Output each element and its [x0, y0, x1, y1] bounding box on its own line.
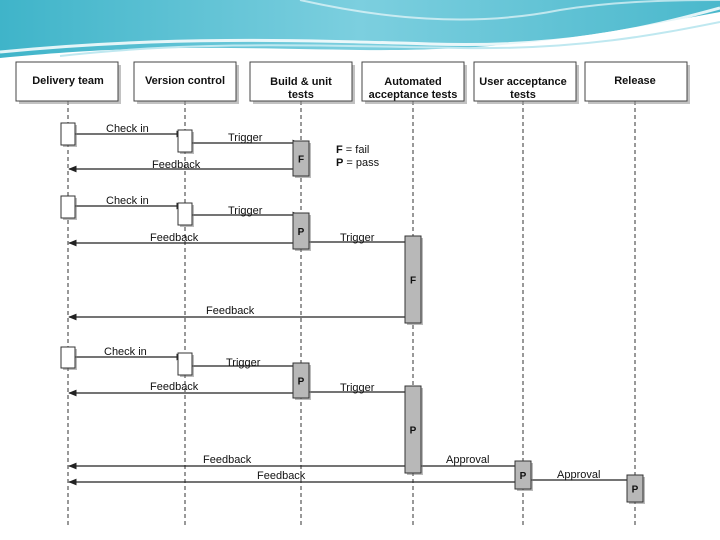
- activation-5: [177, 202, 194, 227]
- activation-label: P: [520, 471, 527, 482]
- activation-2: [177, 129, 194, 154]
- participant-label: User acceptance: [479, 76, 566, 88]
- message-7: Trigger: [301, 232, 413, 246]
- activation-label: P: [298, 227, 305, 238]
- message-label: Check in: [106, 195, 149, 207]
- participant-label: tests: [288, 89, 314, 101]
- activation-3: F: [292, 140, 311, 178]
- message-10: Trigger: [185, 357, 301, 370]
- participant-label: Automated: [384, 76, 441, 88]
- activation-1: [60, 122, 77, 147]
- activation-7: F: [404, 235, 423, 325]
- participant-release: Release: [584, 61, 690, 104]
- message-label: Trigger: [226, 357, 261, 369]
- message-label: Feedback: [203, 454, 252, 466]
- activation-6: P: [292, 212, 311, 251]
- message-2: Trigger: [185, 132, 301, 147]
- participant-label: acceptance tests: [369, 89, 458, 101]
- message-label: Check in: [106, 123, 149, 135]
- message-6: Feedback: [68, 232, 302, 247]
- activation-8: [60, 346, 77, 370]
- message-8: Feedback: [68, 305, 413, 321]
- message-label: Approval: [557, 469, 600, 481]
- activation-10: P: [292, 362, 311, 400]
- message-13: Feedback: [68, 454, 414, 470]
- message-label: Feedback: [150, 381, 199, 393]
- message-label: Feedback: [257, 470, 306, 482]
- message-label: Trigger: [340, 232, 375, 244]
- activation-12: P: [514, 460, 533, 491]
- message-9: Check in: [68, 346, 185, 361]
- message-label: Trigger: [228, 132, 263, 144]
- sequence-diagram: Delivery team Version control Build & unit…: [10, 57, 694, 527]
- activation-label: P: [410, 426, 417, 437]
- message-label: Trigger: [228, 205, 263, 217]
- participant-label: Release: [614, 75, 656, 87]
- participant-version: Version control: [133, 61, 239, 104]
- participant-delivery: Delivery team: [15, 61, 121, 104]
- activation-13: P: [626, 474, 645, 504]
- message-14: Approval: [413, 454, 523, 470]
- activation-4: [60, 195, 77, 220]
- message-label: Feedback: [152, 159, 201, 171]
- message-label: Feedback: [206, 305, 255, 317]
- participant-label: Delivery team: [32, 75, 104, 87]
- message-label: Feedback: [150, 232, 199, 244]
- activation-label: F: [410, 276, 416, 287]
- message-label: Trigger: [340, 382, 375, 394]
- message-4: Check in: [68, 195, 185, 210]
- legend-entry: P = pass: [336, 157, 380, 169]
- activation-11: P: [404, 385, 423, 475]
- activation-label: F: [298, 155, 304, 166]
- message-11: Feedback: [68, 381, 302, 397]
- activation-9: [177, 352, 194, 377]
- activation-label: P: [632, 485, 639, 496]
- message-16: Approval: [523, 469, 635, 484]
- message-label: Check in: [104, 346, 147, 358]
- slide-header-swoosh: [0, 0, 720, 58]
- message-12: Trigger: [301, 382, 413, 396]
- message-1: Check in: [68, 123, 185, 138]
- message-15: Feedback: [68, 470, 524, 486]
- participant-label: Build & unit: [270, 76, 332, 88]
- participant-label: Version control: [145, 75, 225, 87]
- legend-entry: F = fail: [336, 144, 369, 156]
- message-label: Approval: [446, 454, 489, 466]
- message-3: Feedback: [68, 159, 301, 173]
- participant-label: tests: [510, 89, 536, 101]
- message-5: Trigger: [185, 205, 301, 219]
- activation-label: P: [298, 377, 305, 388]
